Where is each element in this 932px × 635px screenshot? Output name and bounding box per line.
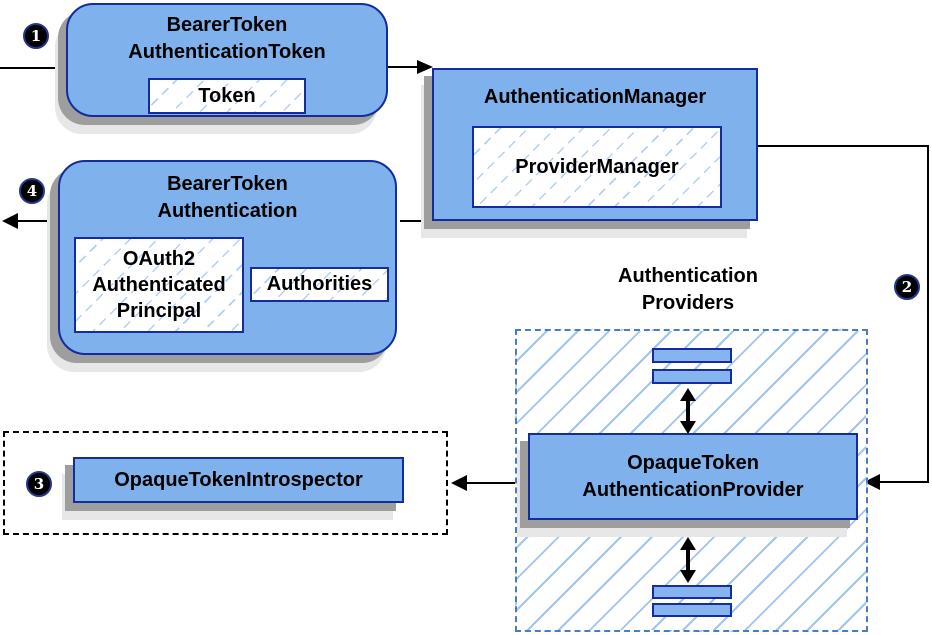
step-badge-1: 1 <box>23 23 49 49</box>
step-badge-4-number: 4 <box>26 181 38 200</box>
node-authentication-manager: AuthenticationManager ProviderManager <box>432 68 758 221</box>
arrowhead-step4-left <box>2 213 18 229</box>
step-badge-3: 3 <box>26 471 52 497</box>
label-line: Providers <box>641 292 735 314</box>
step-badge-1-number: 1 <box>30 26 42 45</box>
flow-line-step2-horizontal <box>758 145 929 147</box>
double-arrow-bottom-shaft <box>686 548 690 572</box>
step-badge-4: 4 <box>19 178 45 204</box>
inner-box-authorities: Authorities <box>250 267 389 302</box>
title-line: AuthenticationToken <box>128 41 326 63</box>
double-arrow-bottom-up-head <box>680 537 696 550</box>
inner-box-authorities-label: Authorities <box>266 273 373 295</box>
flow-line-step4-out <box>15 220 59 222</box>
arrowhead-into-authentication-manager <box>417 60 433 74</box>
inner-box-provider-manager-label: ProviderManager <box>515 155 679 178</box>
flow-line-token-to-manager <box>388 66 418 68</box>
node-opaque-token-introspector-title: OpaqueTokenIntrospector <box>114 468 363 491</box>
title-line: BearerToken <box>166 14 288 36</box>
node-bearer-token-authentication-title: BearerToken Authentication <box>60 162 395 225</box>
node-bearer-token-authentication: BearerToken Authentication OAuth2 Authen… <box>58 160 397 355</box>
inner-box-token-label: Token <box>198 84 256 107</box>
principal-line: Authenticated <box>92 274 226 296</box>
principal-line: Principal <box>116 300 202 322</box>
inner-box-token: Token <box>148 78 306 114</box>
arrowhead-into-introspector <box>451 475 467 491</box>
flow-line-step1-in <box>0 67 66 69</box>
flow-line-manager-to-authentication <box>400 220 434 222</box>
double-arrow-top-up-head <box>680 388 696 401</box>
provider-stack-bar <box>652 348 732 363</box>
step-badge-2-number: 2 <box>901 277 913 296</box>
label-line: Authentication <box>618 265 758 287</box>
provider-stack-bar <box>652 603 732 617</box>
provider-stack-bar <box>652 585 732 599</box>
title-line: AuthenticationProvider <box>582 478 804 501</box>
step-badge-3-number: 3 <box>33 474 45 493</box>
inner-box-oauth2-authenticated-principal: OAuth2 Authenticated Principal <box>74 237 244 333</box>
double-arrow-top-down-head <box>680 421 696 434</box>
arrowhead-into-provider <box>864 474 880 490</box>
node-opaque-token-introspector: OpaqueTokenIntrospector <box>73 457 404 503</box>
authentication-providers-label: Authentication Providers <box>568 263 808 317</box>
principal-line: OAuth2 <box>122 248 196 270</box>
provider-stack-bar <box>652 369 732 384</box>
flow-line-step2-vertical <box>927 145 929 483</box>
title-line: OpaqueToken <box>627 451 759 474</box>
double-arrow-bottom-down-head <box>680 570 696 583</box>
flow-line-provider-to-introspector <box>466 482 515 484</box>
node-opaque-token-authentication-provider: OpaqueToken AuthenticationProvider <box>528 433 858 520</box>
opaque-token-introspector-container <box>3 431 448 535</box>
title-line: Authentication <box>157 200 298 222</box>
node-bearer-token-authentication-token: BearerToken AuthenticationToken Token <box>66 3 388 117</box>
node-bearer-token-authentication-token-title: BearerToken AuthenticationToken <box>68 5 386 66</box>
title-line: BearerToken <box>167 173 288 195</box>
node-authentication-manager-title: AuthenticationManager <box>483 86 707 108</box>
inner-box-provider-manager: ProviderManager <box>472 126 722 208</box>
flow-line-step2-into-provider <box>880 481 929 483</box>
step-badge-2: 2 <box>894 274 920 300</box>
double-arrow-top-shaft <box>686 399 690 423</box>
